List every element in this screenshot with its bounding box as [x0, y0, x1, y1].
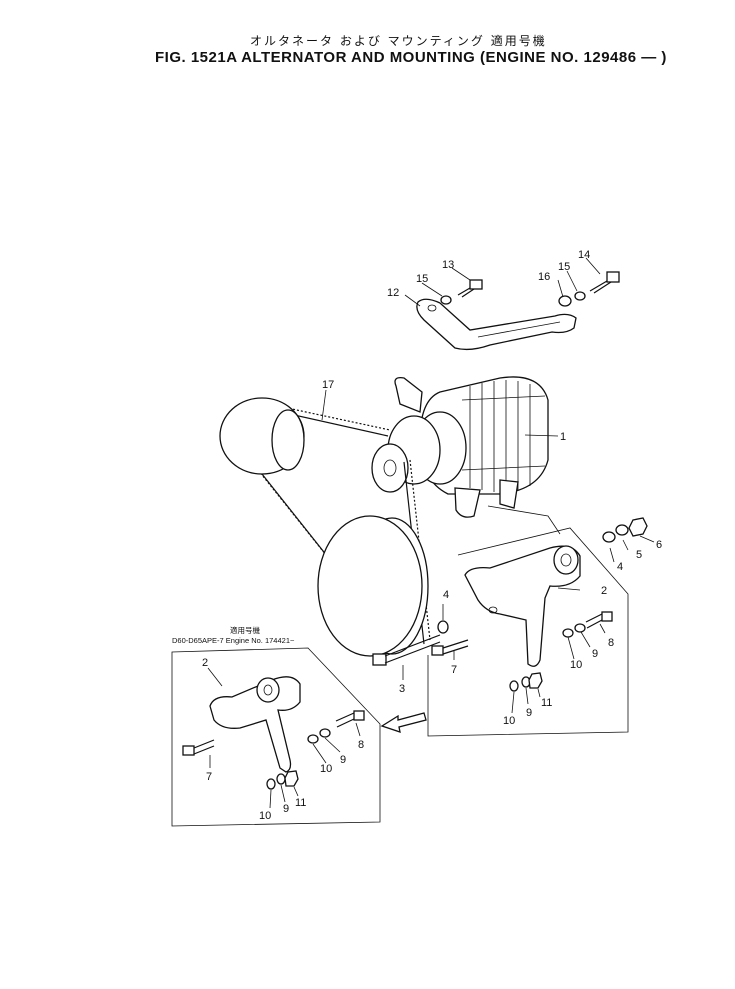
bolt-7-main [431, 639, 469, 656]
washer-10a [562, 628, 574, 638]
label-part-14: 14 [578, 249, 590, 261]
label-part-9-inset-right: 9 [340, 754, 346, 766]
crank-pulley-lower [317, 515, 429, 657]
washer-10b [509, 680, 519, 692]
bolt-8-main [585, 611, 613, 629]
label-part-7-inset: 7 [206, 771, 212, 783]
bracket-2 [464, 545, 581, 667]
washer-4b [437, 620, 449, 634]
label-part-10-main-right: 10 [570, 659, 582, 671]
label-part-1: 1 [560, 431, 566, 443]
bolt-14 [589, 271, 620, 294]
label-part-15-right: 15 [558, 261, 570, 273]
alternator-1 [371, 376, 549, 518]
label-part-11-inset: 11 [295, 797, 306, 809]
crank-pulley-upper [219, 397, 305, 475]
bolt-13 [457, 279, 483, 298]
washer-10d [266, 778, 276, 790]
page-title: FIG. 1521A ALTERNATOR AND MOUNTING (ENGI… [155, 49, 667, 66]
label-part-2-inset: 2 [202, 657, 208, 669]
label-part-6: 6 [656, 539, 662, 551]
label-part-10-main-lower: 10 [503, 715, 515, 727]
label-part-17: 17 [322, 379, 334, 391]
label-part-8-main: 8 [608, 637, 614, 649]
label-part-8-inset: 8 [358, 739, 364, 751]
label-part-9-main-lower: 9 [526, 707, 532, 719]
bolt-3 [372, 634, 441, 666]
inset-box [171, 647, 381, 827]
label-part-2-main: 2 [601, 585, 607, 597]
main-bracket-box [427, 505, 629, 737]
bracket-2-inset [209, 676, 301, 773]
label-part-16: 16 [538, 271, 550, 283]
washer-4a [602, 531, 616, 543]
bolt-7-inset [182, 739, 215, 756]
washer-9a [574, 623, 586, 633]
adjust-bracket-12 [416, 298, 577, 351]
inset-note-models: D60-D65APE-7 Engine No. 174421~ [172, 636, 295, 645]
bolt-8-inset [335, 710, 365, 728]
nut-11a [528, 672, 543, 689]
label-part-5: 5 [636, 549, 642, 561]
label-part-11-main: 11 [541, 697, 552, 709]
title-japanese: オルタネータ および マウンティング 適用号機 [250, 34, 547, 48]
label-part-4-main: 4 [617, 561, 623, 573]
label-part-13: 13 [442, 259, 454, 271]
label-part-9-main-right: 9 [592, 648, 598, 660]
washer-9d [276, 773, 286, 785]
arrow-to-inset [380, 712, 427, 733]
washer-9c [319, 728, 331, 738]
washer-5 [615, 524, 629, 536]
label-part-3: 3 [399, 683, 405, 695]
label-part-7-main: 7 [451, 664, 457, 676]
label-part-10-inset-right: 10 [320, 763, 332, 775]
alternator-pulley [371, 443, 409, 493]
label-part-9-inset-lower: 9 [283, 803, 289, 815]
label-part-15-left: 15 [416, 273, 428, 285]
washer-16 [558, 295, 572, 307]
washer-15b [574, 291, 586, 301]
nut-11b [284, 770, 299, 787]
leader-lines [207, 257, 655, 809]
washer-15a [440, 295, 452, 305]
label-part-10-inset-lower: 10 [259, 810, 271, 822]
inset-note-jp: 適用号機 [230, 625, 260, 635]
nut-6 [628, 517, 648, 537]
label-part-4-lower: 4 [443, 589, 449, 601]
washer-10c [307, 734, 319, 744]
label-part-12: 12 [387, 287, 399, 299]
alternator-fins [461, 380, 546, 492]
